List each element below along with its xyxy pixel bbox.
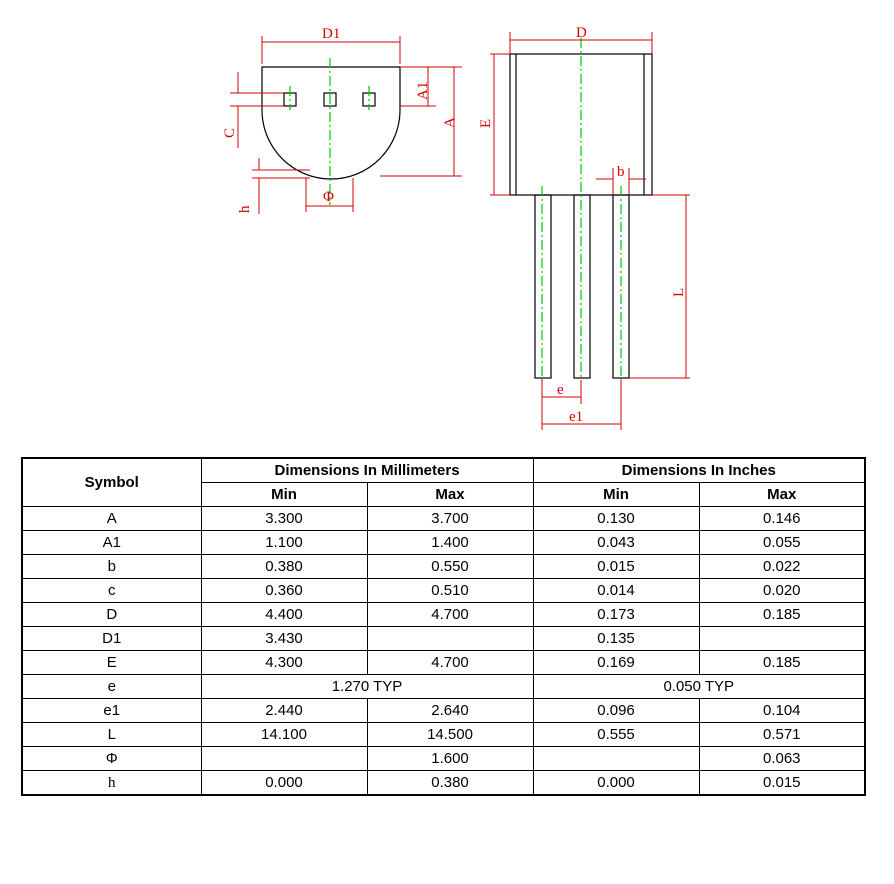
symbol-cell: c bbox=[21, 578, 202, 603]
label-b: b bbox=[617, 164, 625, 180]
inch-max-cell: 0.185 bbox=[698, 650, 866, 675]
inch-max-cell bbox=[698, 626, 866, 651]
package-outline-drawing: D1 A1 A C h Φ bbox=[222, 25, 690, 430]
front-view-dimensions bbox=[230, 36, 462, 214]
mm-min-cell: 14.100 bbox=[200, 722, 368, 747]
symbol-cell: Φ bbox=[21, 746, 202, 771]
table-row: e 1.270 TYP 0.050 TYP bbox=[21, 674, 866, 699]
label-A: A bbox=[442, 117, 458, 128]
mm-max-header: Max bbox=[366, 482, 534, 507]
mm-max-cell: 0.510 bbox=[366, 578, 534, 603]
symbol-cell: L bbox=[21, 722, 202, 747]
mm-min-cell: 0.360 bbox=[200, 578, 368, 603]
symbol-cell: e1 bbox=[21, 698, 202, 723]
mm-header: Dimensions In Millimeters bbox=[200, 457, 534, 483]
inch-min-cell bbox=[532, 746, 700, 771]
front-view bbox=[261, 66, 401, 180]
table-row: Φ 1.600 0.063 bbox=[21, 746, 866, 771]
label-e: e bbox=[557, 382, 564, 398]
front-view-centerlines bbox=[289, 58, 370, 205]
inch-min-cell: 0.000 bbox=[532, 770, 700, 796]
mm-max-cell: 1.400 bbox=[366, 530, 534, 555]
inch-max-cell: 0.185 bbox=[698, 602, 866, 627]
inch-min-cell: 0.043 bbox=[532, 530, 700, 555]
inch-max-cell: 0.104 bbox=[698, 698, 866, 723]
inch-max-cell: 0.146 bbox=[698, 506, 866, 531]
symbol-cell: e bbox=[21, 674, 202, 699]
label-A1: A1 bbox=[415, 82, 431, 100]
inch-max-cell: 0.571 bbox=[698, 722, 866, 747]
label-D: D bbox=[576, 25, 587, 41]
label-E: E bbox=[478, 119, 494, 128]
mm-max-cell: 0.550 bbox=[366, 554, 534, 579]
table-row: A1 1.100 1.400 0.043 0.055 bbox=[21, 530, 866, 555]
inch-max-cell: 0.022 bbox=[698, 554, 866, 579]
mm-min-cell: 4.400 bbox=[200, 602, 368, 627]
symbol-cell: b bbox=[21, 554, 202, 579]
mm-min-cell: 3.430 bbox=[200, 626, 368, 651]
inch-min-cell: 0.096 bbox=[532, 698, 700, 723]
inch-max-header: Max bbox=[698, 482, 866, 507]
inch-min-cell: 0.130 bbox=[532, 506, 700, 531]
mm-max-cell: 0.380 bbox=[366, 770, 534, 796]
dimensions-table: Symbol Dimensions In Millimeters Dimensi… bbox=[21, 457, 867, 796]
label-h: h bbox=[237, 205, 253, 213]
symbol-header: Symbol bbox=[21, 457, 202, 507]
label-D1: D1 bbox=[322, 26, 340, 42]
side-view bbox=[509, 53, 653, 379]
mm-min-cell: 0.380 bbox=[200, 554, 368, 579]
inch-typ-cell: 0.050 TYP bbox=[532, 674, 866, 699]
mm-max-cell: 14.500 bbox=[366, 722, 534, 747]
mm-max-cell: 2.640 bbox=[366, 698, 534, 723]
label-e1: e1 bbox=[569, 409, 583, 425]
mm-min-cell: 1.100 bbox=[200, 530, 368, 555]
table-row: c 0.360 0.510 0.014 0.020 bbox=[21, 578, 866, 603]
mm-min-cell bbox=[200, 746, 368, 771]
mm-max-cell: 1.600 bbox=[366, 746, 534, 771]
inch-min-cell: 0.135 bbox=[532, 626, 700, 651]
mm-min-cell: 4.300 bbox=[200, 650, 368, 675]
inch-min-header: Min bbox=[532, 482, 700, 507]
inch-min-cell: 0.014 bbox=[532, 578, 700, 603]
table-row: A 3.300 3.700 0.130 0.146 bbox=[21, 506, 866, 531]
table-row: L 14.100 14.500 0.555 0.571 bbox=[21, 722, 866, 747]
symbol-cell: A bbox=[21, 506, 202, 531]
inch-min-cell: 0.555 bbox=[532, 722, 700, 747]
table-row: e1 2.440 2.640 0.096 0.104 bbox=[21, 698, 866, 723]
label-phi: Φ bbox=[323, 189, 334, 205]
mm-min-cell: 0.000 bbox=[200, 770, 368, 796]
symbol-cell: D bbox=[21, 602, 202, 627]
inch-max-cell: 0.020 bbox=[698, 578, 866, 603]
table-row: b 0.380 0.550 0.015 0.022 bbox=[21, 554, 866, 579]
label-L: L bbox=[671, 288, 687, 297]
mm-max-cell: 4.700 bbox=[366, 602, 534, 627]
dimensions-table-container: Symbol Dimensions In Millimeters Dimensi… bbox=[21, 457, 867, 796]
mm-max-cell: 3.700 bbox=[366, 506, 534, 531]
table-row: D 4.400 4.700 0.173 0.185 bbox=[21, 602, 866, 627]
mm-min-cell: 2.440 bbox=[200, 698, 368, 723]
mm-min-cell: 3.300 bbox=[200, 506, 368, 531]
mm-max-cell: 4.700 bbox=[366, 650, 534, 675]
table-row: D1 3.430 0.135 bbox=[21, 626, 866, 651]
inch-max-cell: 0.055 bbox=[698, 530, 866, 555]
side-view-centerlines bbox=[541, 38, 622, 380]
mm-max-cell bbox=[366, 626, 534, 651]
inch-min-cell: 0.015 bbox=[532, 554, 700, 579]
mm-typ-cell: 1.270 TYP bbox=[200, 674, 534, 699]
mm-min-header: Min bbox=[200, 482, 368, 507]
symbol-cell: h bbox=[21, 770, 202, 796]
table-row: E 4.300 4.700 0.169 0.185 bbox=[21, 650, 866, 675]
symbol-cell: D1 bbox=[21, 626, 202, 651]
inch-min-cell: 0.173 bbox=[532, 602, 700, 627]
inch-header: Dimensions In Inches bbox=[532, 457, 866, 483]
side-view-dimensions bbox=[490, 32, 690, 430]
inch-max-cell: 0.015 bbox=[698, 770, 866, 796]
inch-min-cell: 0.169 bbox=[532, 650, 700, 675]
symbol-cell: A1 bbox=[21, 530, 202, 555]
inch-max-cell: 0.063 bbox=[698, 746, 866, 771]
symbol-cell: E bbox=[21, 650, 202, 675]
label-C: C bbox=[222, 128, 238, 138]
table-row: h 0.000 0.380 0.000 0.015 bbox=[21, 770, 866, 796]
